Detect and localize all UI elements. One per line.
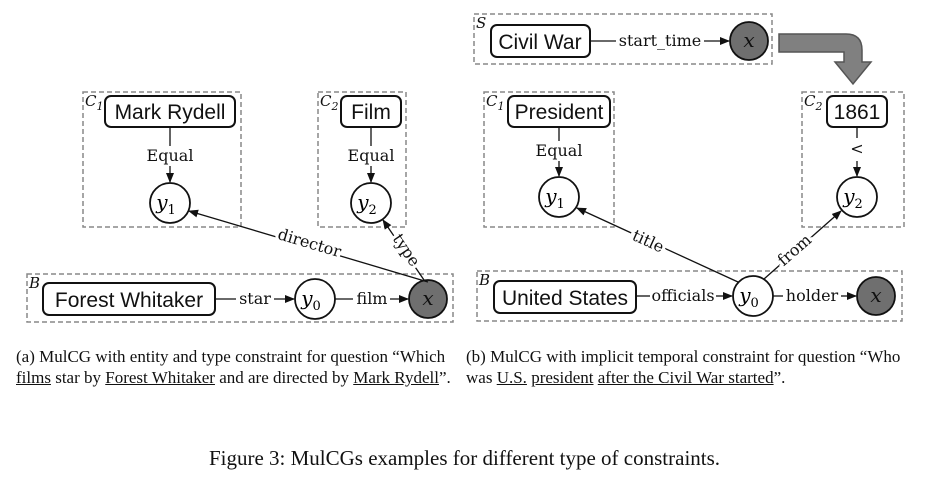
edge-equal-2-a-label: Equal <box>348 146 395 165</box>
node-y1-a <box>149 182 191 224</box>
figure-caption: Figure 3: MulCGs examples for different … <box>208 446 721 470</box>
group-box-c1-b <box>483 91 615 228</box>
group-box-s-b <box>473 13 773 65</box>
node-x-a <box>408 279 448 319</box>
caption-a: (a) MulCG with entity and type constrain… <box>16 347 451 387</box>
mulcg-figure: C1 C2 B Mark Rydell Film Forest Whitaker… <box>26 13 905 323</box>
flow-arrow <box>778 33 873 86</box>
node-y2-a <box>350 182 392 224</box>
group-box-b-a <box>26 273 454 323</box>
edge-start-time-label: start_time <box>619 31 701 50</box>
group-box-b-b <box>476 270 903 322</box>
edge-title-line <box>576 207 739 283</box>
diagram-b: S Civil War start_time x C1 President Eq… <box>473 13 905 322</box>
edge-type-a-line <box>382 219 425 281</box>
group-label-c2-a: C2 <box>320 92 338 113</box>
node-y2-b-label: y2 <box>842 184 863 212</box>
node-civil-war-label: Civil War <box>498 31 581 54</box>
node-y2-a-label: y2 <box>356 190 377 218</box>
caption-a-films: films <box>16 368 51 387</box>
caption-b-us: U.S. <box>496 368 527 387</box>
group-box-c2-b <box>801 91 905 228</box>
node-x-a-label: x <box>422 286 433 310</box>
caption-b-president: president <box>531 368 594 387</box>
node-x-b-label: x <box>870 283 881 307</box>
node-united-states <box>493 280 637 314</box>
edge-from-label: from <box>774 230 815 270</box>
node-1861-label: 1861 <box>834 101 881 124</box>
diagram-a: C1 C2 B Mark Rydell Film Forest Whitaker… <box>26 91 454 323</box>
edge-type-a-label: type <box>389 230 424 270</box>
edge-equal-b-label: Equal <box>536 141 583 160</box>
group-label-c1-b: C1 <box>486 92 504 113</box>
edge-equal-1-a-label: Equal <box>147 146 194 165</box>
caption-b-civil-war: after the Civil War started <box>597 368 774 387</box>
caption-a-mark-rydell: Mark Rydell <box>353 368 439 387</box>
edge-less-than-label: < <box>850 139 863 158</box>
node-y1-b-label: y1 <box>544 184 565 212</box>
edge-film-a-label: film <box>357 289 388 308</box>
group-label-b-b: B <box>478 271 490 289</box>
edge-title-label: title <box>630 226 668 257</box>
node-y1-b <box>538 176 580 218</box>
node-x-b <box>856 276 896 316</box>
caption-a-forest-whitaker: Forest Whitaker <box>105 368 215 387</box>
node-y0-a-label: y0 <box>300 286 321 314</box>
edge-star-a-label: star <box>239 289 271 308</box>
node-united-states-label: United States <box>502 287 628 310</box>
edge-holder-label: holder <box>786 286 839 305</box>
group-label-b-a: B <box>28 274 40 292</box>
node-x-top-b <box>729 21 769 61</box>
edge-from-line <box>763 210 842 280</box>
group-label-c2-b: C2 <box>804 92 822 113</box>
edge-director-a-label: director <box>276 224 344 261</box>
node-film-label: Film <box>351 101 391 124</box>
caption-b: (b) MulCG with implicit temporal constra… <box>466 347 901 387</box>
node-x-top-b-label: x <box>743 28 754 52</box>
node-y2-b <box>836 176 878 218</box>
node-y0-b-label: y0 <box>738 283 759 311</box>
group-label-c1-a: C1 <box>85 92 103 113</box>
group-box-c1-a <box>82 91 242 228</box>
edge-officials-label: officials <box>651 286 714 305</box>
group-box-c2-a <box>317 91 407 228</box>
node-forest-whitaker-label: Forest Whitaker <box>55 289 203 312</box>
node-y1-a-label: y1 <box>155 190 176 218</box>
group-label-s-b: S <box>476 14 486 32</box>
edge-director-a-line <box>188 209 429 283</box>
node-president-label: President <box>515 101 604 124</box>
node-mark-rydell-label: Mark Rydell <box>115 101 226 124</box>
